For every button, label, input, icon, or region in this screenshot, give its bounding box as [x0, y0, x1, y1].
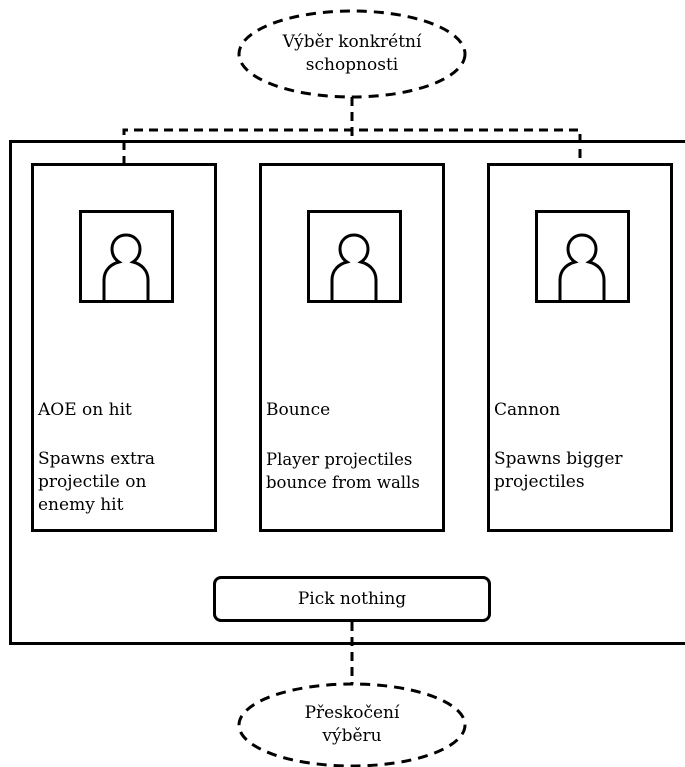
ability-title: AOE on hit	[38, 400, 132, 420]
bottom-node-label: Přeskočení výběru	[240, 702, 464, 748]
ability-card-aoe[interactable]: AOE on hit Spawns extra projectile on en…	[31, 163, 217, 532]
ability-portrait	[535, 210, 630, 303]
ability-title: Bounce	[266, 400, 331, 420]
person-icon	[558, 233, 606, 300]
ability-description: Spawns bigger projectiles	[494, 449, 623, 492]
pick-nothing-button[interactable]: Pick nothing	[213, 576, 491, 622]
ability-description: Spawns extra projectile on enemy hit	[38, 449, 156, 515]
ability-card-bounce[interactable]: Bounce Player projectiles bounce from wa…	[259, 163, 445, 532]
top-node-label-line1: Výběr konkrétní	[282, 32, 422, 52]
person-icon	[330, 233, 378, 300]
person-icon	[102, 233, 150, 300]
ability-selection-panel	[9, 140, 685, 645]
ability-card-cannon[interactable]: Cannon Spawns bigger projectiles	[487, 163, 673, 532]
top-node-label: Výběr konkrétní schopnosti	[240, 31, 464, 77]
ability-portrait	[307, 210, 402, 303]
ability-title: Cannon	[494, 400, 561, 420]
connector-bracket	[122, 128, 582, 165]
ability-portrait	[79, 210, 174, 303]
ability-description: Player projectiles bounce from walls	[266, 450, 420, 492]
bottom-node-label-line1: Přeskočení	[304, 703, 400, 723]
bottom-node-label-line2: výběru	[322, 726, 382, 746]
top-node-label-line2: schopnosti	[305, 55, 399, 75]
